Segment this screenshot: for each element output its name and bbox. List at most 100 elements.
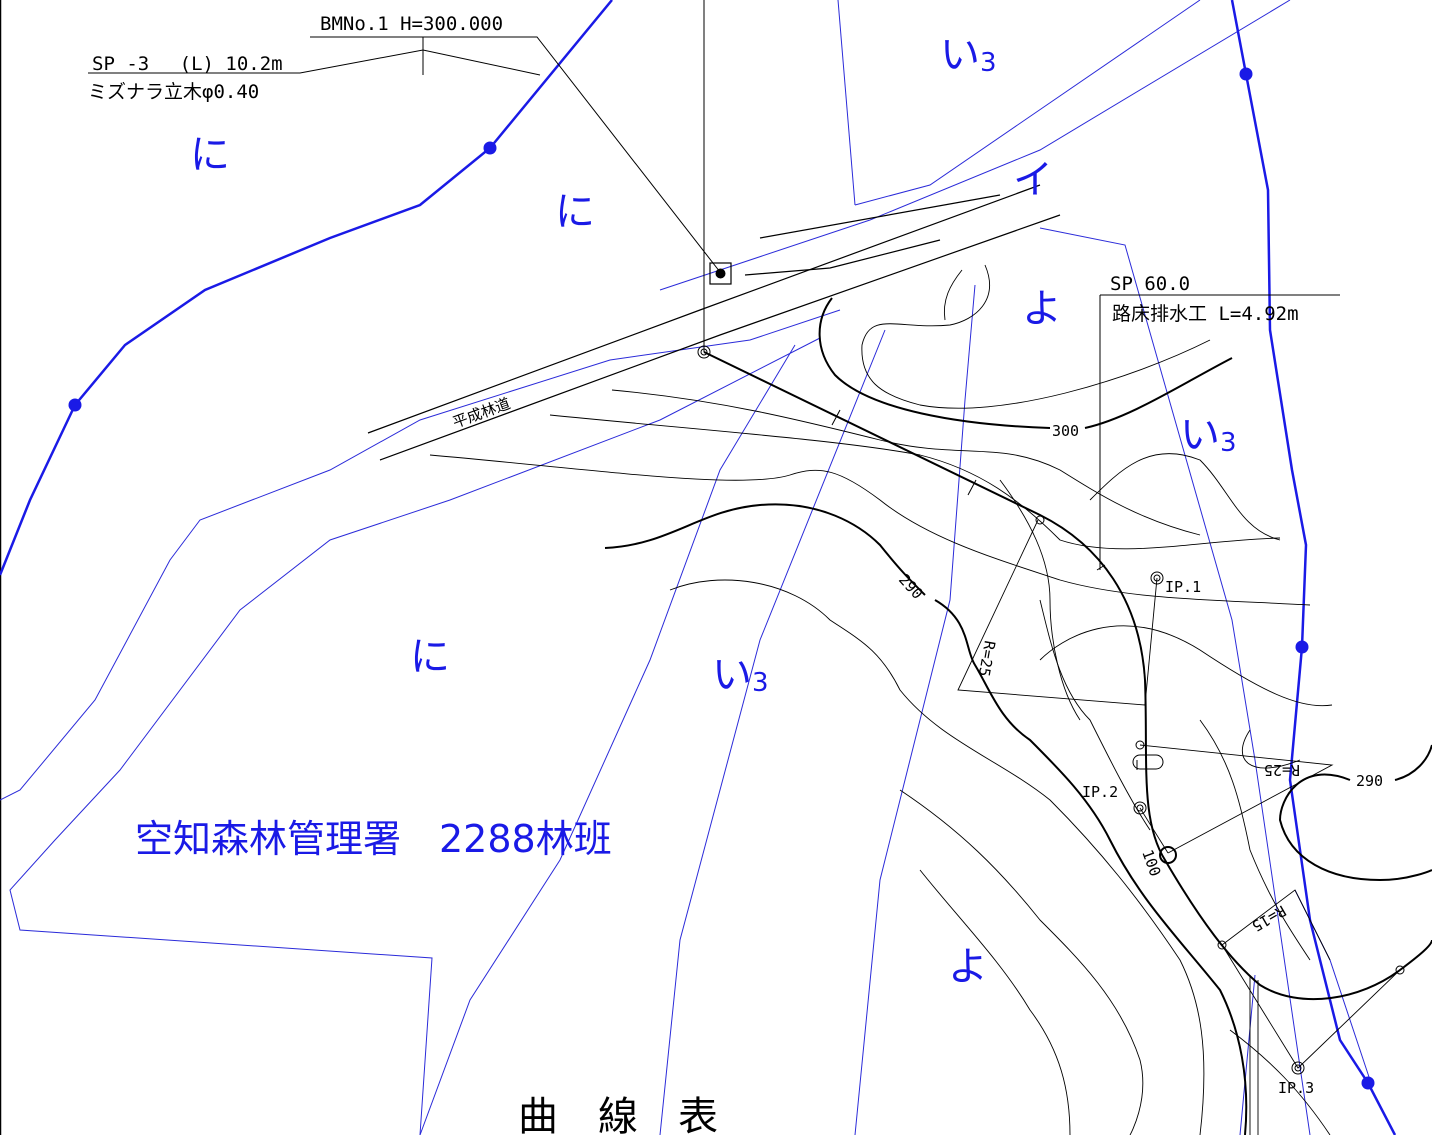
contour-minor [429, 454, 1311, 606]
bm-leader [310, 36, 721, 273]
station-100-marker [1159, 846, 1177, 864]
station-tick [967, 479, 977, 496]
stand-label-sub: 3 [1220, 428, 1237, 458]
contour-290-mid [934, 599, 1248, 1135]
stand-labels: に に に い3 い3 い3 よ よ イ 空知森林管理署 2288林班 [135, 32, 1237, 990]
stand-line-c [854, 0, 1201, 206]
proposed-road [703, 351, 1432, 1001]
stand-label-i: い [712, 652, 752, 698]
stand-label-i3-1: い3 [940, 32, 997, 78]
contour-minor [943, 269, 963, 321]
stand-label-yo-1: よ [1022, 286, 1062, 332]
road-name-label: 平成林道 [450, 394, 513, 431]
ip3-marker [1291, 1061, 1305, 1075]
road-edge-south [379, 214, 1061, 461]
road-side-line [759, 194, 1001, 239]
contour-minor [1039, 625, 1333, 707]
road-centerline [703, 351, 1432, 1001]
curve-r25-2-triangle [1139, 744, 1334, 854]
curve-r15-triangle [1221, 889, 1331, 961]
contour-290-west [604, 503, 926, 596]
contour-minor [999, 479, 1081, 721]
stand-line-i [9, 337, 821, 1135]
contour-300-west [818, 297, 1051, 429]
boundary-point [1361, 1076, 1375, 1090]
sp-minus3-leader [88, 49, 541, 76]
stand-line-k [1294, 889, 1371, 1081]
curve-r15-label: R=15 [1249, 902, 1289, 936]
contour-300-label: 300 [1052, 422, 1079, 440]
ip1-tangent [1144, 577, 1158, 706]
ip2-marker [1133, 801, 1147, 815]
ip3-marker-inner [1294, 1064, 1302, 1072]
contour-minor [899, 789, 1144, 1135]
boundary-point [1239, 67, 1253, 81]
stand-line-l [1239, 974, 1256, 1135]
ip1-label: IP.1 [1165, 578, 1201, 596]
existing-road [367, 184, 1061, 461]
start-point-tree-label: ミズナラ立木φ0.40 [88, 81, 259, 103]
west-compartment-line [0, 0, 613, 576]
stand-label-i3-3: い3 [712, 652, 769, 698]
boundary-markers [68, 67, 1375, 1090]
curve-r25-label-2: R=25 [1264, 761, 1300, 779]
stand-label-sub: 3 [980, 48, 997, 78]
ip1-marker [1150, 571, 1164, 585]
contour-lines-major [604, 297, 1432, 1135]
stand-line-g [0, 309, 841, 801]
boundary-point [1295, 640, 1309, 654]
stand-label-ni-2: に [555, 189, 595, 235]
culvert-symbol [1132, 754, 1164, 770]
survey-annotations: BMNo.1 H=300.000 SP -3 (L) 10.2m ミズナラ立木φ… [88, 13, 1383, 1097]
contour-minor [611, 389, 1201, 536]
road-edge-north [367, 184, 1041, 434]
curve-point [1217, 940, 1227, 950]
station-tick [1096, 564, 1106, 571]
stand-label-yo-2: よ [948, 944, 988, 990]
ip2-marker-inner [1136, 804, 1144, 812]
curve-construction [957, 519, 1401, 1135]
stand-label-i: い [1180, 412, 1220, 458]
contour-minor [861, 264, 1211, 409]
ip3-tangents [1221, 944, 1401, 1069]
stand-label-ni-3: に [410, 634, 450, 680]
stand-line-h [419, 344, 796, 1135]
boundary-point [483, 141, 497, 155]
stand-line-e [1039, 227, 1311, 1135]
stand-label-i: い [940, 32, 980, 78]
east-compartment-line [1230, 0, 1397, 1135]
contour-minor [669, 579, 1205, 1135]
stand-label-i3-2: い3 [1180, 412, 1237, 458]
contour-290-label-west: 290 [895, 571, 927, 603]
start-point-label: SP -3 (L) 10.2m [92, 53, 283, 75]
contour-minor [919, 869, 1071, 1135]
curve-point [1395, 965, 1405, 975]
contour-minor [1039, 599, 1151, 831]
benchmark-box [709, 262, 732, 285]
road-ticks [831, 409, 1106, 571]
contour-minor [1241, 729, 1301, 769]
contour-lines-minor [429, 264, 1333, 1135]
boundary-point [68, 398, 82, 412]
ip1-marker-inner [1153, 574, 1161, 582]
road-side-line-2 [744, 239, 941, 276]
contour-minor [1089, 453, 1281, 541]
stand-label-sub: 3 [752, 668, 769, 698]
stand-line-j [659, 329, 886, 1135]
curve-table-title: 曲 線 表 [518, 1094, 718, 1135]
curve-r25-1-triangle [957, 519, 1146, 706]
contour-minor [549, 414, 1281, 550]
district-title: 空知森林管理署 2288林班 [135, 817, 612, 861]
road-label-i: イ [1013, 157, 1053, 203]
ip2-tangent [1139, 807, 1169, 854]
drainage-work-label: 路床排水工 L=4.92m [1112, 303, 1299, 325]
stand-line-a [837, 0, 856, 206]
curve-point [1135, 740, 1145, 750]
contour-290-east-end [1394, 744, 1432, 781]
benchmark-symbol [709, 262, 732, 285]
stand-line-f [854, 284, 976, 1135]
contour-300-east [1084, 357, 1233, 429]
contour-minor [1199, 719, 1311, 961]
